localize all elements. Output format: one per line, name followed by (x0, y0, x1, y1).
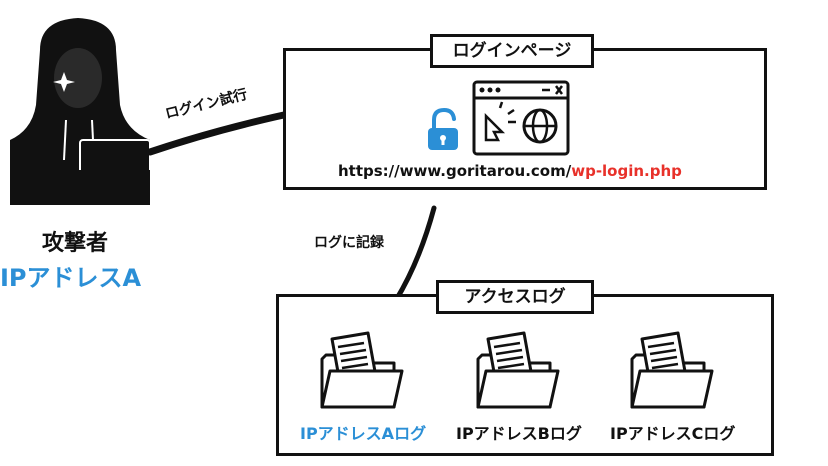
attacker-ip: IPアドレスA (0, 264, 142, 292)
login-page-title: ログインページ (430, 34, 594, 68)
folder-icon (630, 331, 714, 409)
log-record-label: ログに記録 (314, 235, 384, 251)
login-attempt-label: ログイン試行 (163, 86, 250, 123)
folder-icon (320, 331, 404, 409)
unlock-icon (428, 107, 458, 150)
folder-icon (476, 331, 560, 409)
folder-label-a: IPアドレスAログ (300, 424, 427, 443)
login-url-base: https://www.goritarou.com/ (338, 162, 572, 180)
hacker-icon (10, 18, 151, 205)
browser-window-icon (472, 80, 570, 156)
login-url: https://www.goritarou.com/wp-login.php (338, 162, 682, 180)
login-url-path: wp-login.php (571, 162, 682, 180)
folder-label-b: IPアドレスBログ (456, 424, 582, 443)
access-log-title: アクセスログ (436, 280, 594, 314)
attacker-title: 攻撃者 (42, 231, 109, 256)
folder-label-c: IPアドレスCログ (610, 424, 736, 443)
